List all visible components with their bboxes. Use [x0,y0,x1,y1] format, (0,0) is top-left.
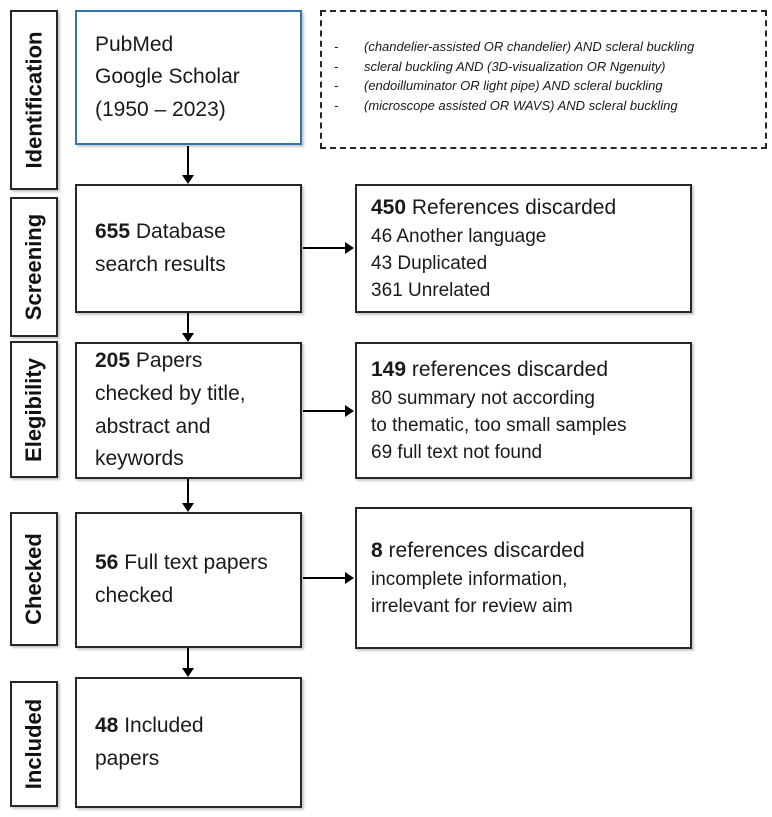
stage-label-identification: Identification [10,10,58,190]
arrow-down-icon [182,146,194,184]
count-value: 205 [95,349,131,373]
search-query-row: - scleral buckling AND (3D-visualization… [334,57,757,77]
arrow-down-icon [182,648,194,677]
count-value: 56 [95,551,119,575]
stage-label-text: Elegibility [21,357,47,462]
flow-box-text: 48 Included papers [95,710,290,775]
stage-label-checked: Checked [10,512,58,646]
query-bullet: - [334,58,339,74]
arrow-head [345,405,354,417]
stage-label-text: Screening [21,213,46,321]
query-bullet: - [334,97,339,113]
search-queries-box: - (chandelier-assisted OR chandelier) AN… [320,10,767,149]
stage-label-included: Included [10,681,58,807]
arrow-head [182,668,194,677]
arrow-head [345,242,354,254]
flow-box-text: 205 Papers checked by title, abstract an… [95,345,290,475]
arrow-head [182,333,194,342]
search-query-text: scleral buckling AND (3D-visualization O… [364,58,666,74]
search-query-row: - (chandelier-assisted OR chandelier) AN… [334,37,757,57]
count-value: 8 [371,539,383,563]
query-bullet: - [334,78,339,93]
arrow-shaft [303,247,347,249]
search-query-row: - (endoilluminator OR light pipe) AND sc… [334,76,757,96]
count-value: 450 [371,196,407,220]
arrow-right-icon [303,405,354,417]
arrow-right-icon [303,572,354,584]
discard-title-text: references discarded [388,539,585,563]
arrow-shaft [303,410,347,412]
arrow-shaft [187,648,189,670]
search-query-text: (chandelier-assisted OR chandelier) AND … [364,39,695,54]
search-query-text: (microscope assisted OR WAVS) AND sclera… [364,97,678,113]
flow-box-text: 655 Database search results [95,216,290,281]
flow-box-search-results: 655 Database search results [75,184,302,313]
stage-label-text: Identification [21,31,47,169]
arrow-head [182,503,194,512]
discard-title-text: references discarded [411,358,608,382]
flow-box-fulltext-checked: 56 Full text papers checked [75,512,302,648]
arrow-shaft [187,313,189,335]
flow-box-text: 56 Full text papers checked [95,547,290,612]
query-bullet: - [334,39,339,54]
flow-box-label: Papers checked by title, abstract and ke… [95,349,246,471]
flow-box-included-papers: 48 Included papers [75,677,302,808]
discard-details: 46 Another language 43 Duplicated 361 Un… [371,225,547,301]
stage-label-text: Included [21,698,47,790]
source-databases-box: PubMed Google Scholar (1950 – 2023) [75,10,302,145]
discard-details: 80 summary not according to thematic, to… [371,387,627,463]
stage-label-text: Checked [21,533,46,625]
arrow-head [345,572,354,584]
discard-box-eligibility: 149 references discarded 80 summary not … [355,342,692,479]
arrow-head [182,175,194,184]
arrow-down-icon [182,313,194,342]
search-query-row: - (microscope assisted OR WAVS) AND scle… [334,96,757,116]
discard-details: incomplete information, irrelevant for r… [371,568,573,617]
discard-title: 450 References discarded [371,192,682,224]
count-value: 149 [371,358,407,382]
search-query-text: (endoilluminator OR light pipe) AND scle… [364,78,663,93]
discard-title-text: References discarded [411,196,617,220]
arrow-down-icon [182,479,194,512]
stage-label-eligibility: Elegibility [10,341,58,478]
discard-box-screening: 450 References discarded 46 Another lang… [355,184,692,313]
arrow-shaft [187,479,189,505]
flow-box-label: Included papers [95,713,204,770]
discard-title: 149 references discarded [371,354,682,386]
arrow-right-icon [303,242,354,254]
flow-box-label: Database search results [95,219,226,276]
stage-label-screening: Screening [10,197,58,337]
discard-box-checked: 8 references discarded incomplete inform… [355,507,692,649]
discard-title: 8 references discarded [371,535,682,567]
source-databases-text: PubMed Google Scholar (1950 – 2023) [95,32,240,121]
count-value: 655 [95,219,131,243]
arrow-shaft [187,146,189,177]
count-value: 48 [95,713,119,737]
flow-box-label: Full text papers checked [95,551,268,607]
arrow-shaft [303,577,347,579]
flow-box-papers-checked: 205 Papers checked by title, abstract an… [75,342,302,479]
